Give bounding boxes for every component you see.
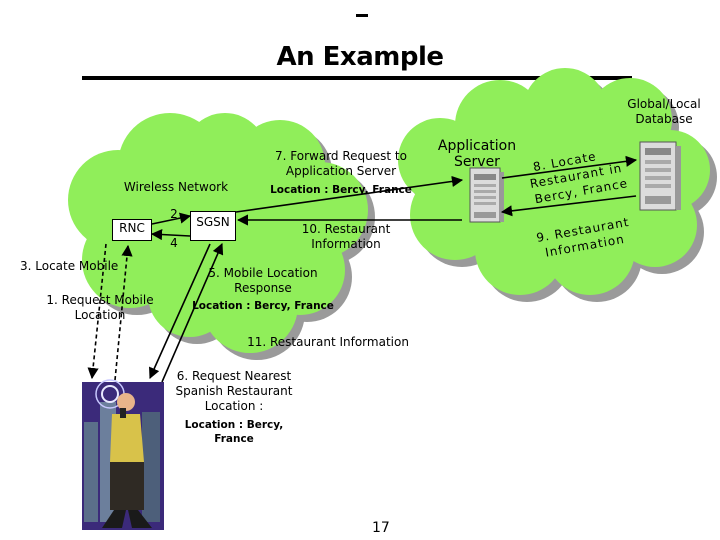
step7-location: Location : Bercy, France [270, 184, 412, 196]
step6-location: Location : Bercy, France [184, 419, 284, 445]
sgsn-label: SGSN [196, 215, 230, 229]
application-server-icon [469, 167, 504, 223]
step2-number: 2 [170, 207, 178, 221]
arrow-step9 [500, 195, 637, 217]
app-cloud [398, 68, 710, 295]
arrow-step3 [87, 243, 107, 380]
wireless-network-label: Wireless Network [123, 180, 229, 194]
page-number: 17 [372, 520, 390, 536]
arrow-step8 [501, 155, 638, 179]
arrow-step7 [235, 175, 464, 213]
step4-number: 4 [170, 236, 178, 250]
step5-label: 5. Mobile Location Response [208, 266, 318, 295]
title-rule [82, 76, 632, 80]
sgsn-node[interactable]: SGSN [190, 211, 236, 241]
global-db-label: Global/Local Database [627, 97, 701, 126]
arrow-step4 [150, 228, 191, 241]
step11-label: 11. Restaurant Information [247, 335, 409, 349]
step1-label: 1. Request Mobile Location [46, 293, 154, 322]
step3-label: 3. Locate Mobile [20, 259, 119, 273]
title-dash [356, 14, 368, 17]
mobile-user-icon [82, 379, 164, 530]
arrow-step2 [151, 212, 192, 225]
app-server-label: Application Server [437, 138, 517, 170]
arrow-step1 [114, 244, 133, 381]
arrow-step11 [149, 243, 211, 380]
step7-label: 7. Forward Request to Application Server [275, 149, 407, 178]
step5-location: Location : Bercy, France [192, 300, 334, 312]
database-server-icon [639, 141, 681, 211]
rnc-node[interactable]: RNC [112, 219, 152, 241]
arrow-step6 [161, 242, 224, 383]
step6-label: 6. Request Nearest Spanish Restaurant Lo… [175, 369, 293, 413]
rnc-label: RNC [119, 221, 145, 235]
slide-title: An Example [276, 42, 444, 72]
step10-label: 10. Restaurant Information [301, 222, 391, 251]
